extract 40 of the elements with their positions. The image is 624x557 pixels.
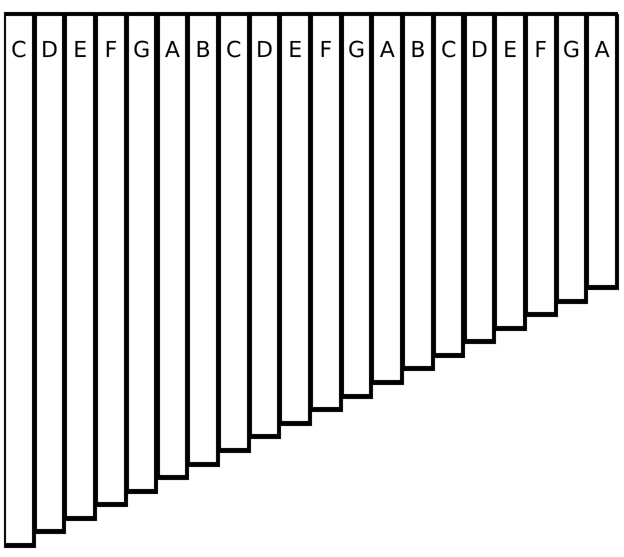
xylophone-bar [311, 14, 343, 412]
xylophone-bar [188, 14, 220, 467]
xylophone-bar [372, 14, 404, 386]
xylophone-bar [158, 14, 190, 480]
note-letter: A [594, 38, 611, 64]
note-letter: E [287, 38, 304, 64]
note-letter: C [225, 38, 242, 64]
xylophone-bar [526, 14, 558, 318]
xylophone-bar [126, 14, 158, 494]
xylophone-bar [4, 14, 36, 548]
xylophone-bar [65, 14, 98, 521]
xylophone-bar [556, 14, 588, 304]
xylophone-bar [495, 14, 527, 331]
note-letter: D [470, 38, 489, 64]
note-letter: E [72, 38, 88, 64]
xylophone-bar [280, 14, 312, 426]
note-letter: A [164, 38, 181, 64]
xylophone-bar [403, 14, 435, 372]
note-letter: C [440, 38, 458, 64]
xylophone-bar [96, 14, 128, 508]
note-letter: A [378, 38, 396, 64]
xylophone-bar [218, 14, 251, 453]
xylophone-bar [587, 14, 619, 290]
xylophone-bar [434, 14, 466, 358]
note-letter: G [562, 38, 581, 64]
xylophone-bar [34, 14, 66, 534]
xylophone-bar [464, 14, 496, 344]
note-letter: D [254, 38, 274, 64]
note-letter: F [318, 38, 334, 64]
note-letter: D [40, 38, 59, 64]
note-letter: F [104, 38, 118, 64]
xylophone-bar [250, 14, 282, 440]
note-letter: G [132, 38, 152, 64]
note-letter: C [10, 38, 28, 64]
note-letter: B [409, 38, 426, 64]
note-letter: B [194, 38, 212, 64]
note-letter: E [502, 38, 518, 64]
xylophone-bar [342, 14, 374, 399]
note-letter: G [347, 38, 366, 64]
note-letter: F [533, 38, 548, 64]
